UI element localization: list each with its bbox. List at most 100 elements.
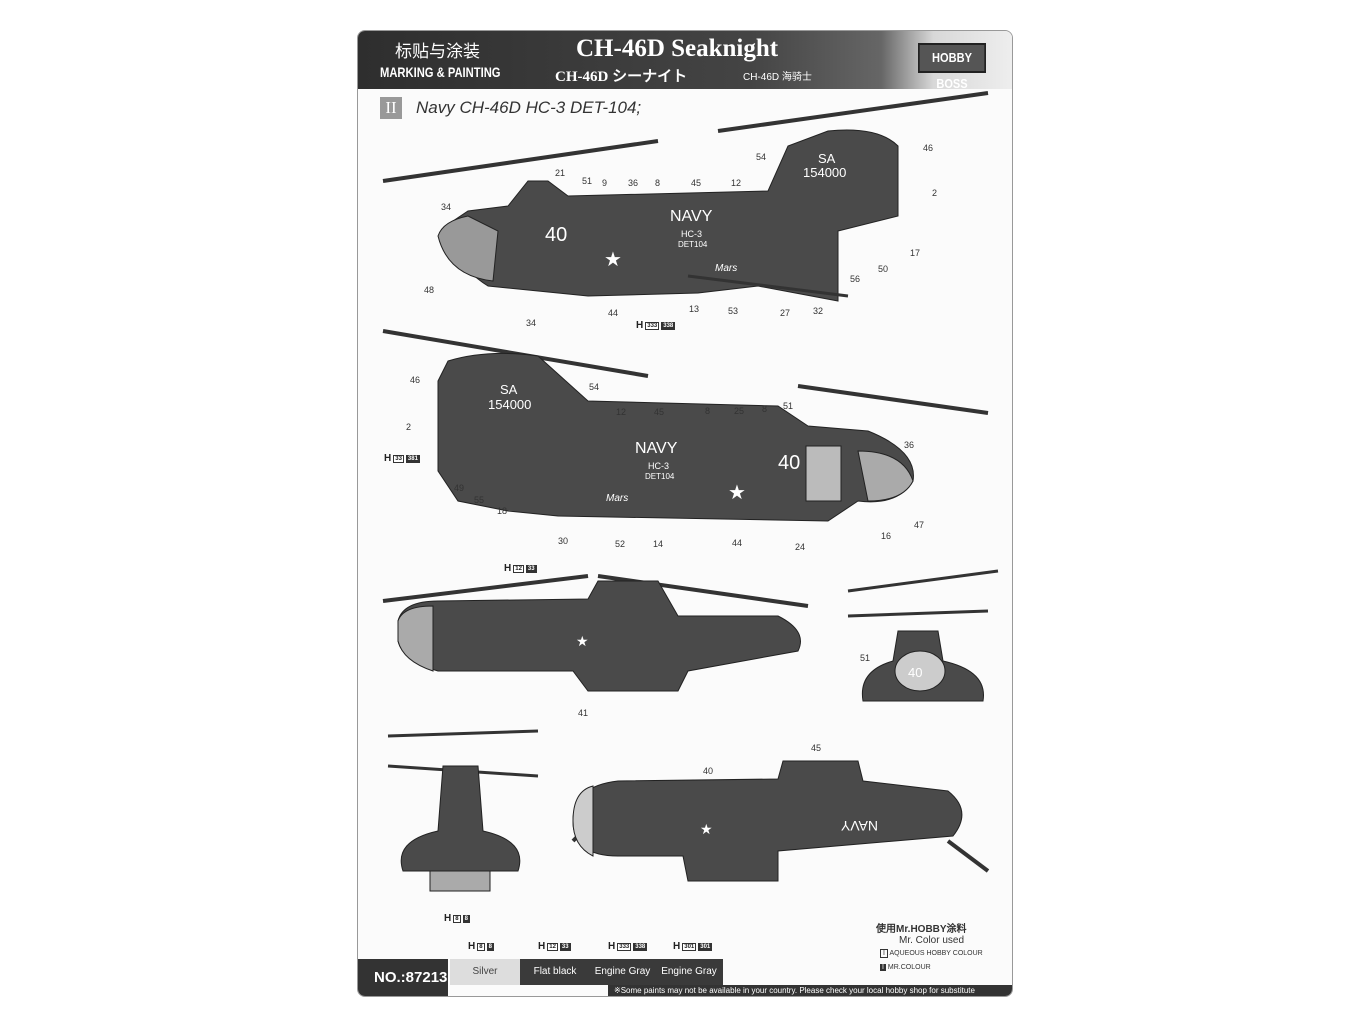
mr-color-code: 33 — [525, 564, 537, 573]
tail-serial-2: 154000 — [488, 397, 531, 412]
model-title-jp: CH-46D シーナイト — [555, 69, 688, 85]
callout-side-left: 56 — [850, 274, 861, 284]
callout-side-right: 12 — [616, 407, 627, 417]
scheme-numeral: II — [380, 97, 402, 119]
callout-side-left: 34 — [526, 318, 537, 328]
scheme-name: Navy CH-46D HC-3 DET-104; — [416, 98, 642, 117]
aqueous-code: 12 — [513, 564, 524, 573]
callout-side-left: 32 — [813, 306, 824, 316]
paint-prefix: H — [673, 941, 681, 952]
paint-swatch: Engine Gray — [655, 959, 723, 985]
tail-code-2: SA — [500, 382, 518, 397]
callout-side-right: 54 — [589, 382, 600, 392]
mr-box-icon: I — [880, 964, 886, 971]
callout-bottom: 40 — [703, 766, 714, 776]
callout-top: 41 — [578, 708, 589, 718]
paint-prefix: H — [384, 453, 392, 464]
legend-title-cn: 使用Mr.HOBBY涂料 — [876, 924, 967, 935]
callout-side-left: 21 — [555, 168, 566, 178]
top-view — [382, 574, 809, 692]
legend-aqueous-label: AQUEOUS HOBBY COLOUR — [889, 950, 983, 957]
paint-swatch: Silver — [450, 959, 520, 985]
callout-side-left: 9 — [602, 178, 608, 188]
instruction-sheet: 标贴与涂装 MARKING & PAINTING CH-46D Seaknigh… — [357, 30, 1013, 997]
paint-swatch: Flat black — [520, 959, 590, 985]
callout-side-left: 12 — [731, 178, 742, 188]
paint-swatch: Engine Gray — [590, 959, 655, 985]
callout-front: 51 — [860, 653, 871, 663]
mr-color-code: 338 — [661, 321, 676, 330]
callout-side-right: 47 — [914, 520, 925, 530]
aqueous-code: 333 — [645, 321, 660, 330]
aqueous-code: 8 — [477, 942, 485, 951]
callout-side-right: 49 — [454, 483, 465, 493]
callout-side-right: 25 — [734, 406, 745, 416]
paint-prefix: H — [608, 941, 616, 952]
mr-color-code: 33 — [559, 942, 571, 951]
callout-side-left: 27 — [780, 308, 791, 318]
callout-side-right: 8 — [762, 404, 768, 414]
star-insignia-icon: ★ — [576, 633, 589, 649]
callout-side-left: 44 — [608, 308, 619, 318]
callout-side-right: 52 — [615, 539, 626, 549]
paint-note: ※Some paints may not be available in you… — [608, 985, 1012, 996]
callout-side-left: 8 — [655, 178, 661, 188]
callout-side-left: 13 — [689, 304, 700, 314]
callout-bottom: 45 — [811, 743, 822, 753]
legend-mr-label: MR.COLOUR — [887, 964, 931, 971]
paint-prefix: H — [468, 941, 476, 952]
brand-logo: HOBBY BOSS — [918, 43, 986, 91]
callout-side-left: 34 — [441, 202, 452, 212]
aqueous-code: 33 — [393, 454, 404, 463]
navy-marking-2: NAVY — [635, 440, 678, 457]
callout-side-right: 45 — [654, 407, 665, 417]
det-marking: DET104 — [678, 240, 708, 249]
aqueous-code: 301 — [682, 942, 697, 951]
legend-aqueous: I AQUEOUS HOBBY COLOUR — [880, 949, 983, 958]
star-insignia-icon: ★ — [700, 821, 713, 837]
aircraft-markings: SA 154000 NAVY 40 HC-3 DET104 Mars SA 15… — [488, 151, 922, 837]
front-number: 40 — [908, 665, 922, 680]
helicopter-drawings: SA 154000 NAVY 40 HC-3 DET104 Mars SA 15… — [382, 91, 999, 892]
mr-color-code: 301 — [698, 942, 713, 951]
legend-title-en: Mr. Color used — [899, 935, 965, 946]
bottom-view — [571, 760, 990, 882]
callout-side-left: 51 — [582, 176, 593, 186]
callout-side-right: 46 — [410, 375, 421, 385]
side-number-2: 40 — [778, 452, 800, 474]
paint-prefix: H — [636, 320, 644, 331]
callout-side-right: 30 — [558, 536, 569, 546]
callout-side-left: 36 — [628, 178, 639, 188]
product-number: NO.:87213 — [358, 959, 448, 996]
callout-side-left: 17 — [910, 248, 921, 258]
mr-color-code: 338 — [633, 942, 648, 951]
paint-prefix: H — [538, 941, 546, 952]
side-number: 40 — [545, 224, 567, 246]
unit-marking: HC-3 — [681, 229, 702, 239]
legend-mr: I MR.COLOUR — [880, 964, 931, 971]
callout-side-right: 16 — [881, 531, 892, 541]
aqueous-code: 333 — [617, 942, 632, 951]
paint-prefix: H — [444, 913, 452, 924]
mars-marking-2: Mars — [606, 493, 628, 504]
side-view-left — [382, 91, 989, 302]
aqueous-code: 8 — [453, 914, 461, 923]
callout-side-right: 18 — [497, 506, 508, 516]
aqueous-box-icon: I — [880, 949, 888, 958]
mr-color-code: 8 — [486, 942, 494, 951]
callout-side-left: 53 — [728, 306, 739, 316]
callout-side-left: 2 — [932, 188, 938, 198]
callout-side-left: 46 — [923, 143, 934, 153]
star-insignia-icon: ★ — [728, 482, 746, 504]
navy-marking: NAVY — [670, 208, 713, 225]
callout-side-right: 2 — [406, 422, 412, 432]
model-title: CH-46D Seaknight — [576, 35, 779, 62]
tail-serial: 154000 — [803, 165, 846, 180]
mr-color-code: 8 — [462, 914, 470, 923]
